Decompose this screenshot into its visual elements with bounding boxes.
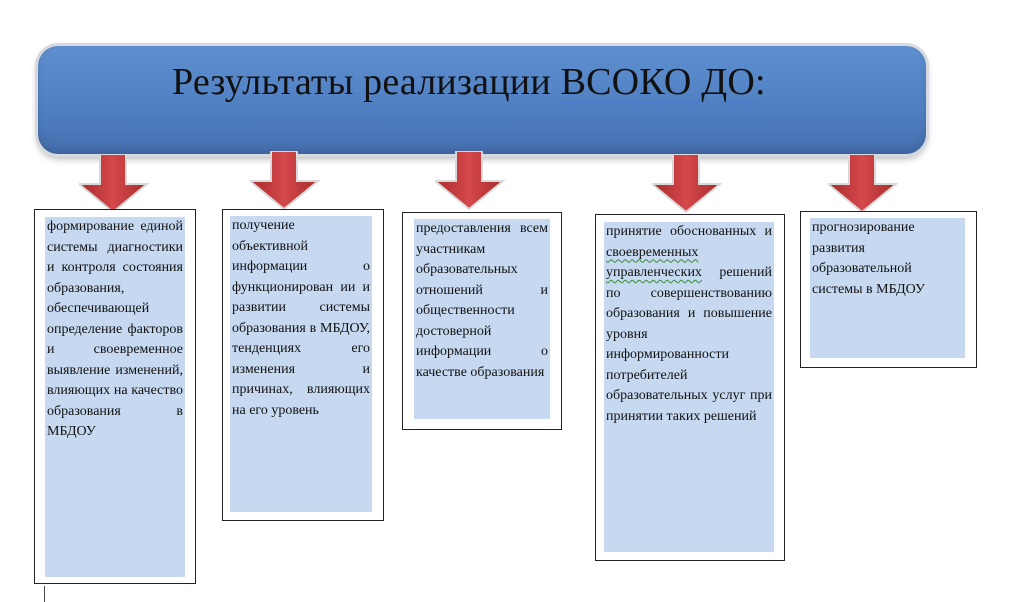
text-cursor [44,586,45,602]
result-box-1-text: формирование единой системы диагностики … [45,217,185,577]
down-arrow-icon [250,151,320,211]
box-4-text-underlined: своевременных управленческих [606,244,702,281]
diagram-title: Результаты реализации ВСОКО ДО: [172,60,766,104]
down-arrow-icon [435,151,505,211]
result-box-4-text: принятие обоснованных и своевременных уп… [604,222,774,552]
down-arrow-icon [79,154,149,214]
title-banner [38,46,926,154]
title-suffix: : [755,61,766,103]
box-4-text-before: принятие обоснованных и [606,224,772,239]
down-arrow-icon [652,154,722,214]
result-box-2-text: получение объективной информации о функц… [230,216,372,512]
box-4-text-after: решений по совершенствованию образования… [606,265,772,424]
down-arrow-icon [828,154,898,214]
result-box-3-text: предоставления всем участникам образоват… [414,219,550,419]
title-prefix: Результаты реализации [172,61,561,103]
title-underlined: ВСОКО ДО [560,61,756,103]
result-box-5-text: прогнозирование развития образовательной… [810,218,965,358]
